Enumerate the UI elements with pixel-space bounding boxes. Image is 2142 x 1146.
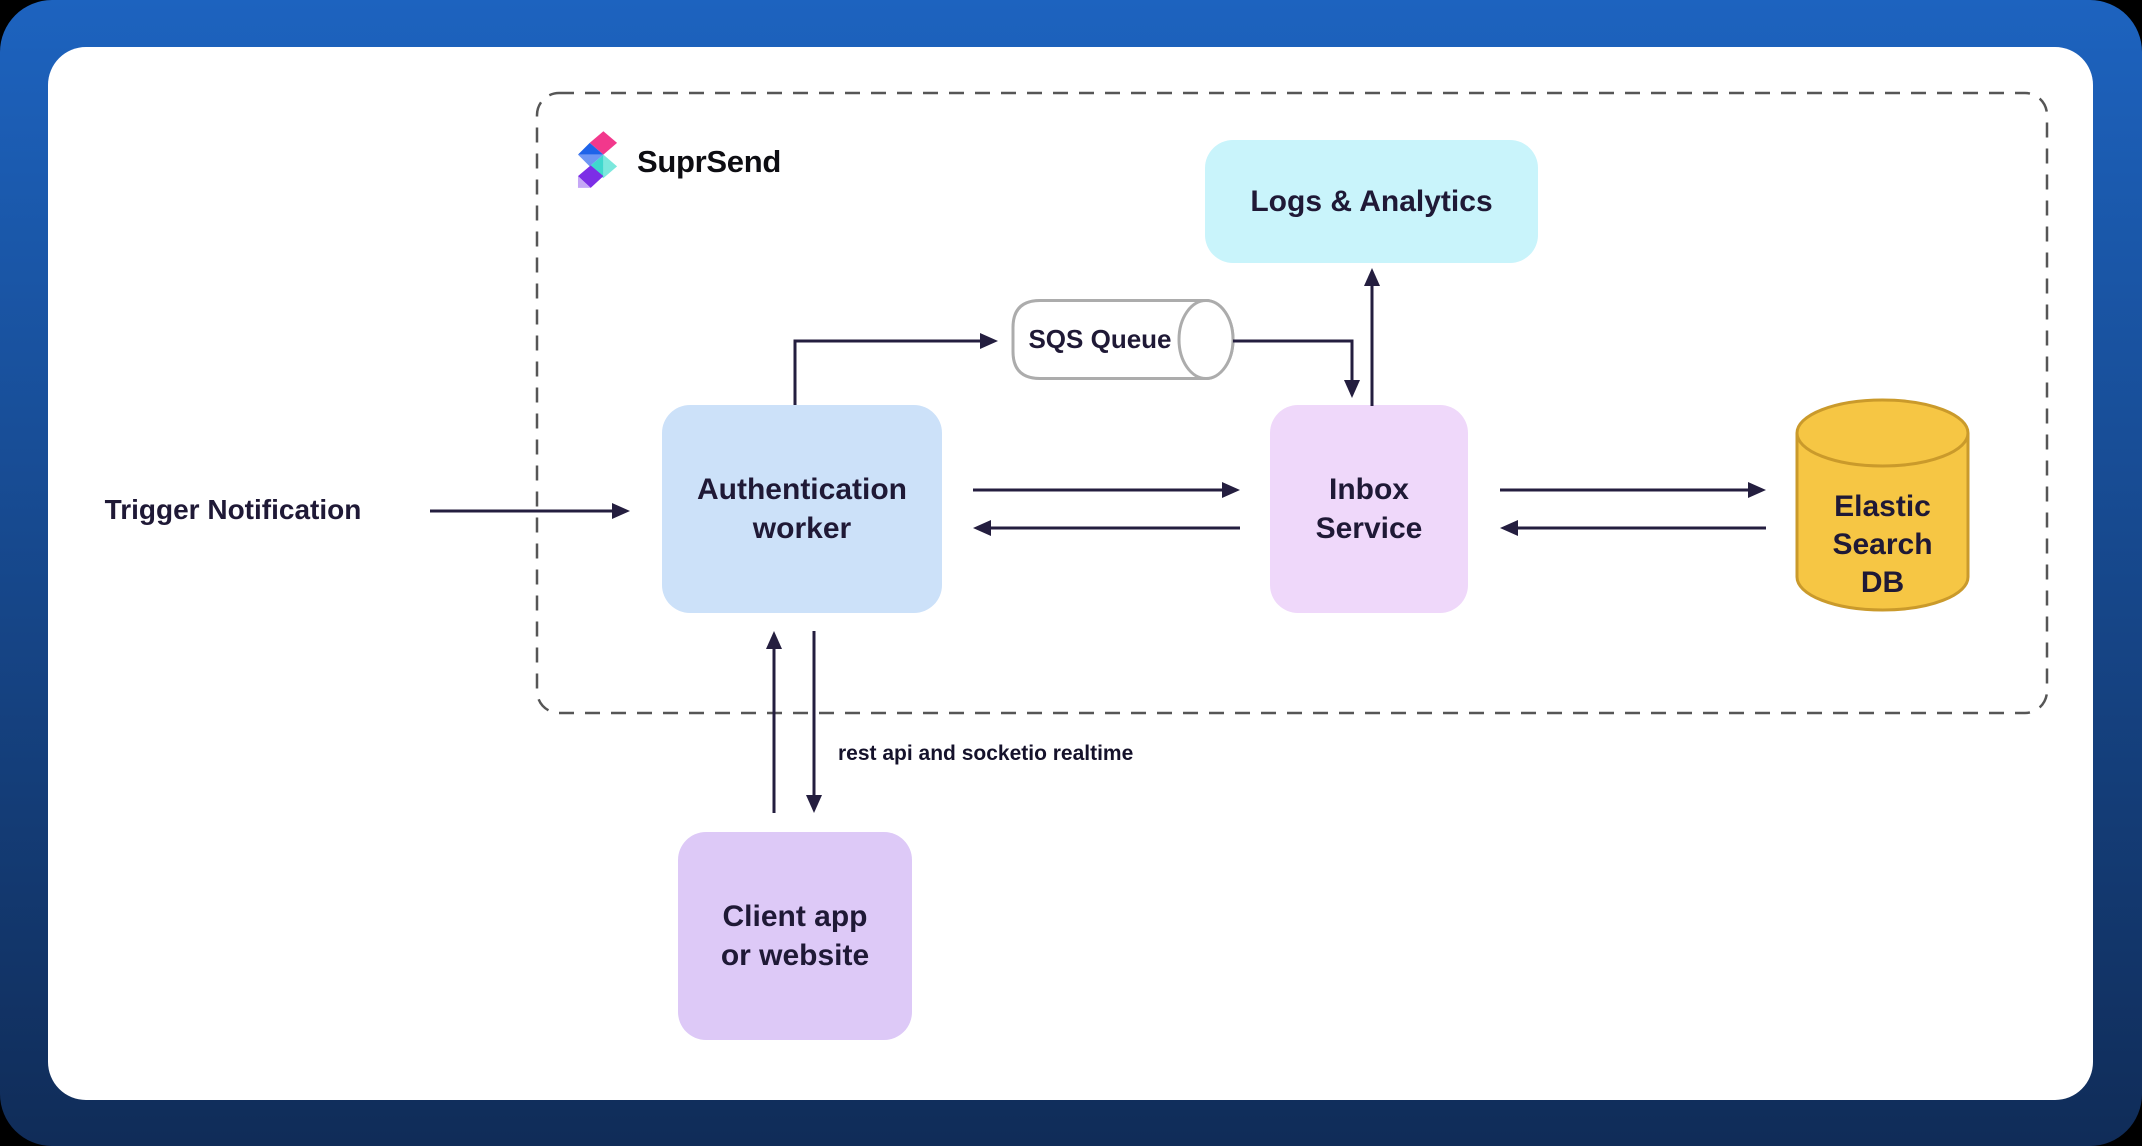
sqs-queue-label: SQS Queue — [1028, 324, 1172, 354]
node-inbox-service: Inbox Service — [1270, 405, 1468, 613]
brand-name: SuprSend — [637, 143, 782, 179]
node-client-app: Client app or website — [678, 832, 912, 1040]
brand-header: SuprSend — [577, 130, 781, 193]
node-sqs-queue: SQS Queue — [1010, 298, 1235, 381]
elastic-search-db-label: Elastic Search DB — [1832, 489, 1933, 600]
node-logs-analytics: Logs & Analytics — [1205, 140, 1538, 263]
canvas-card — [48, 47, 2093, 1100]
suprsend-boundary-box — [535, 91, 2049, 715]
dashed-border — [535, 91, 2049, 715]
rest-api-note: rest api and socketio realtime — [838, 742, 1134, 765]
suprsend-logo-icon — [577, 131, 618, 188]
node-authentication-worker: Authentication worker — [662, 405, 942, 613]
node-elastic-search-db: Elastic Search DB — [1794, 397, 1971, 613]
trigger-notification-label: Trigger Notification — [104, 494, 362, 525]
elastic-cylinder-shape — [1795, 398, 1970, 612]
